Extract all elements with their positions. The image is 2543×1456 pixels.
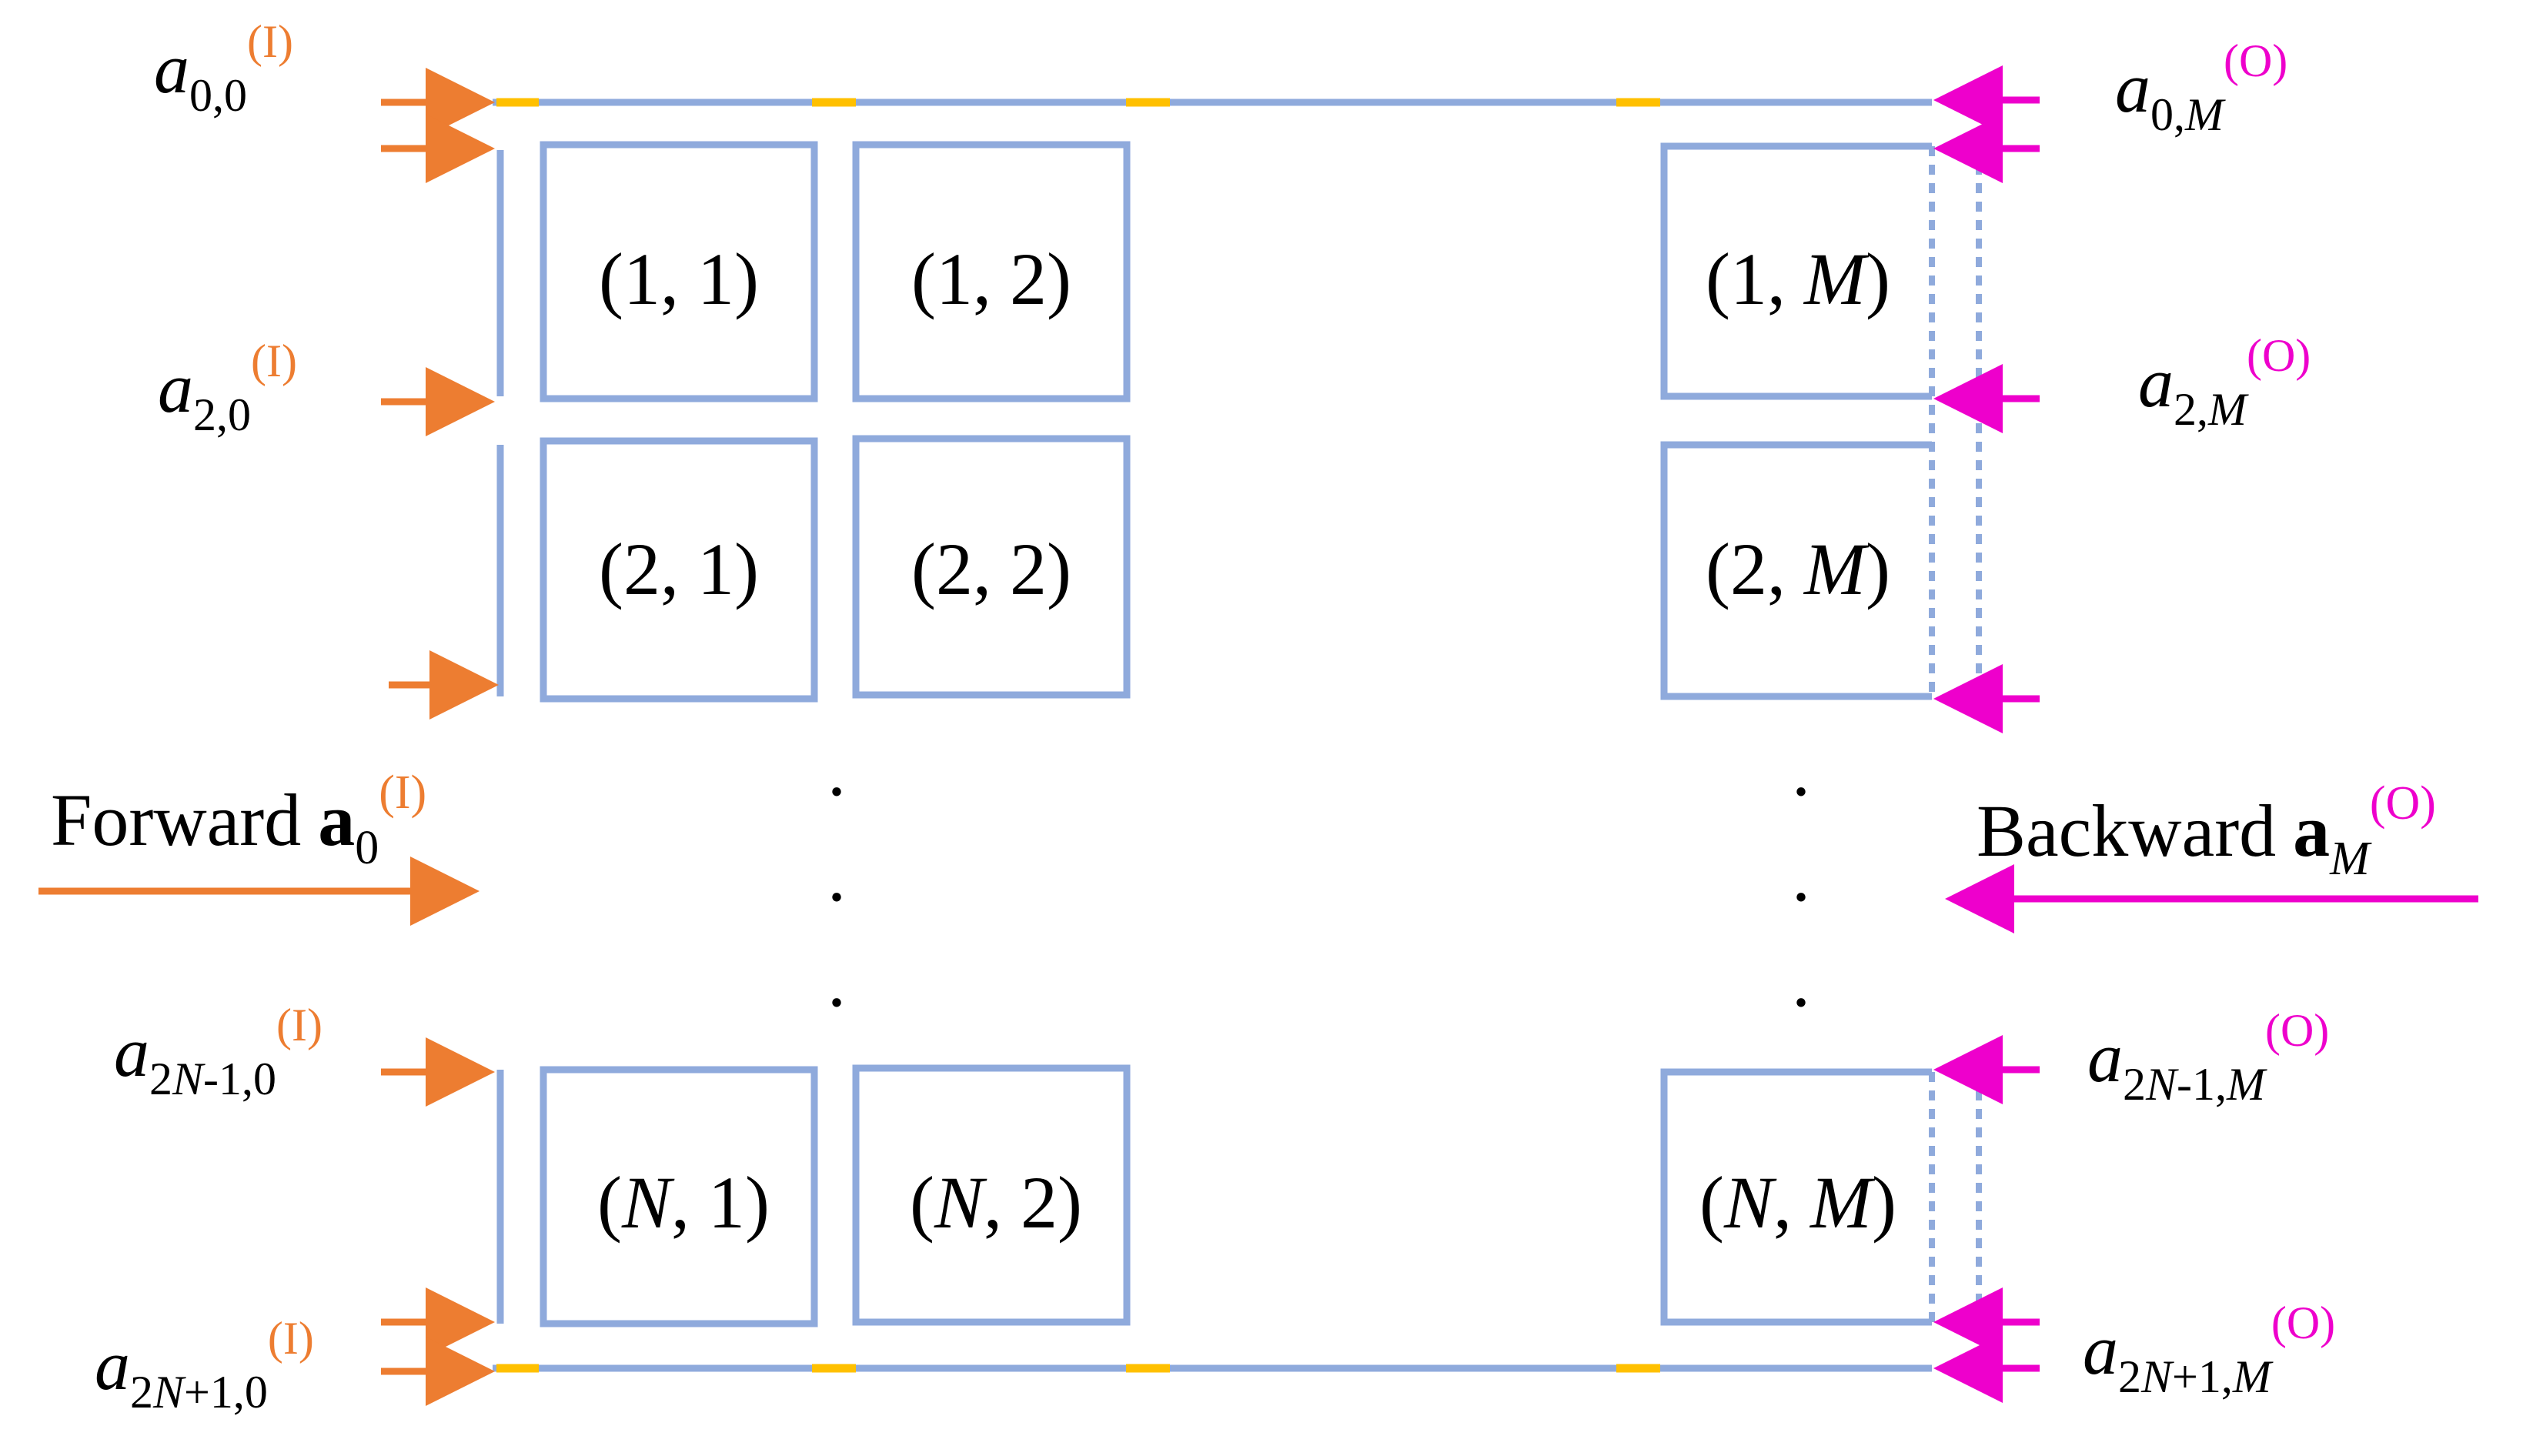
ellipsis-dot: . xyxy=(1792,940,1810,1022)
cell-1-2-box xyxy=(852,141,1131,402)
cell-1-m-label: (1, M) xyxy=(1706,238,1890,320)
port-label-a2n1m: a2N-1,M(O) xyxy=(2087,1005,2329,1110)
couplers xyxy=(496,98,1660,1373)
cell-2-1-box xyxy=(540,437,818,703)
port-label-a20: a2,0(I) xyxy=(158,336,297,440)
cell-1-2-label: (1, 2) xyxy=(911,238,1071,320)
cell-2-2-label: (2, 2) xyxy=(911,528,1071,610)
port-label-a2m: a2,M(O) xyxy=(2138,330,2311,435)
output-dotted-lines xyxy=(1929,146,1982,1322)
cell-n-m-box xyxy=(1660,1068,1932,1326)
cell-labels: (1, 1) (1, 2) (1, M) (2, 1) (2, 2) (2, M… xyxy=(597,238,1896,1244)
cell-1-m-box xyxy=(1660,142,1932,400)
ellipsis-dot: . xyxy=(827,834,846,917)
cell-n-2-box xyxy=(852,1064,1131,1326)
port-label-a00: a0,0(I) xyxy=(154,16,293,121)
port-label-a2np1: a2N+1,0(I) xyxy=(95,1313,314,1418)
vertical-ellipsis-right: . . . xyxy=(1792,729,1810,1022)
cell-n-2-label: (N, 2) xyxy=(910,1161,1082,1244)
cell-1-1-box xyxy=(540,141,818,402)
cell-n-1-box xyxy=(540,1066,818,1327)
backward-arrows xyxy=(1933,65,2478,1403)
port-label-a2np1m: a2N+1,M(O) xyxy=(2083,1297,2335,1402)
forward-port-labels: a0,0(I) a2,0(I) a2N-1,0(I) a2N+1,0(I) xyxy=(95,16,322,1418)
vertical-ellipsis-left: . . . xyxy=(827,729,846,1022)
cell-2-m-label: (2, M) xyxy=(1706,528,1890,610)
backward-port-labels: a0,M(O) a2,M(O) a2N-1,M(O) a2N+1,M(O) xyxy=(2083,35,2335,1402)
port-label-a0m: a0,M(O) xyxy=(2115,35,2287,140)
ellipsis-dot: . xyxy=(1792,729,1810,811)
cell-2-2-box xyxy=(852,435,1131,699)
cell-n-m-label: (N, M) xyxy=(1699,1161,1896,1244)
ellipsis-dot: . xyxy=(827,940,846,1022)
forward-arrows xyxy=(38,68,499,1406)
cell-1-1-label: (1, 1) xyxy=(599,238,759,320)
port-label-a2n1: a2N-1,0(I) xyxy=(114,1000,322,1104)
cell-2-1-label: (2, 1) xyxy=(599,528,759,610)
ellipsis-dot: . xyxy=(827,729,846,811)
cell-2-m-box xyxy=(1660,441,1932,700)
ellipsis-dot: . xyxy=(1792,834,1810,917)
waveguide-structure xyxy=(493,99,1932,1372)
cell-n-1-label: (N, 1) xyxy=(597,1161,770,1244)
